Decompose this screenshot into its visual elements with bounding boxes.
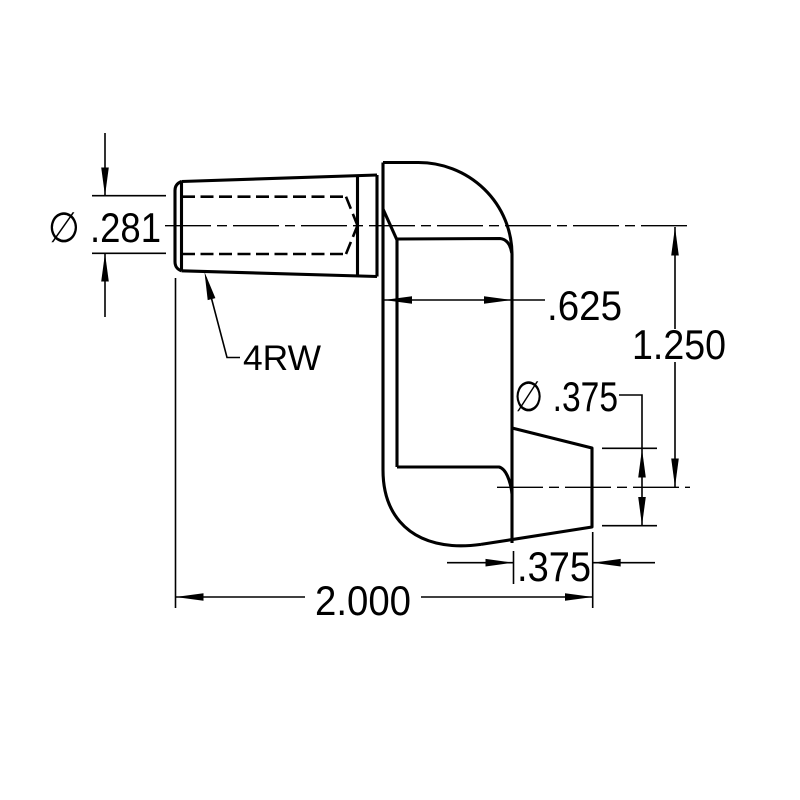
inner-bottom-edge [397, 465, 514, 495]
pin-dia-down-arrow [638, 497, 646, 526]
pin-dia-ext-lines [602, 447, 657, 527]
pin-dia-up-arrow [638, 449, 646, 478]
arrowheads [101, 167, 679, 601]
body-bottom-left-arc [381, 469, 482, 548]
dia281-top-arrow [101, 167, 109, 196]
hidden-thread-lines [182, 195, 359, 256]
thread-note-label: 4RW [243, 339, 321, 378]
center-distance-down-arrow [671, 458, 679, 487]
shaft-top-edge [181, 173, 378, 184]
pin-diameter-label: ∅ .375 [514, 373, 618, 420]
shaft-diameter-label: ∅ .281 [48, 204, 161, 251]
pin-length-label: .375 [517, 543, 591, 590]
pin-dia-leader [619, 394, 643, 526]
boss-blend-edge [381, 208, 399, 241]
pin-length-right-arrow [592, 558, 621, 567]
thread-runout-upper [344, 196, 359, 226]
shaft-bottom-edge [181, 269, 378, 279]
inner-top-edge [396, 236, 514, 254]
center-distance-label: 1.250 [632, 321, 726, 368]
arm-width-left-arrow [384, 296, 412, 304]
pin-outline [480, 426, 594, 546]
arm-width-label: .625 [547, 282, 622, 329]
body-outline [381, 160, 514, 543]
center-distance-up-arrow [671, 227, 679, 256]
pin-length-left-arrow [485, 558, 514, 567]
dimension-labels: ∅ .281 4RW .625 1.250 ∅ .375 .375 2.000 [48, 204, 726, 624]
dia281-bottom-arrow [101, 253, 109, 282]
arm-width-right-arrow [484, 296, 512, 304]
part-outline [173, 160, 594, 548]
overall-right-arrow [565, 593, 593, 601]
thread-note-leader [205, 277, 240, 359]
centerlines [165, 225, 690, 488]
thread-runout-lower [344, 225, 359, 255]
overall-length-label: 2.000 [315, 577, 411, 624]
thread-note-arrow [204, 272, 216, 301]
overall-left-arrow [175, 593, 204, 601]
